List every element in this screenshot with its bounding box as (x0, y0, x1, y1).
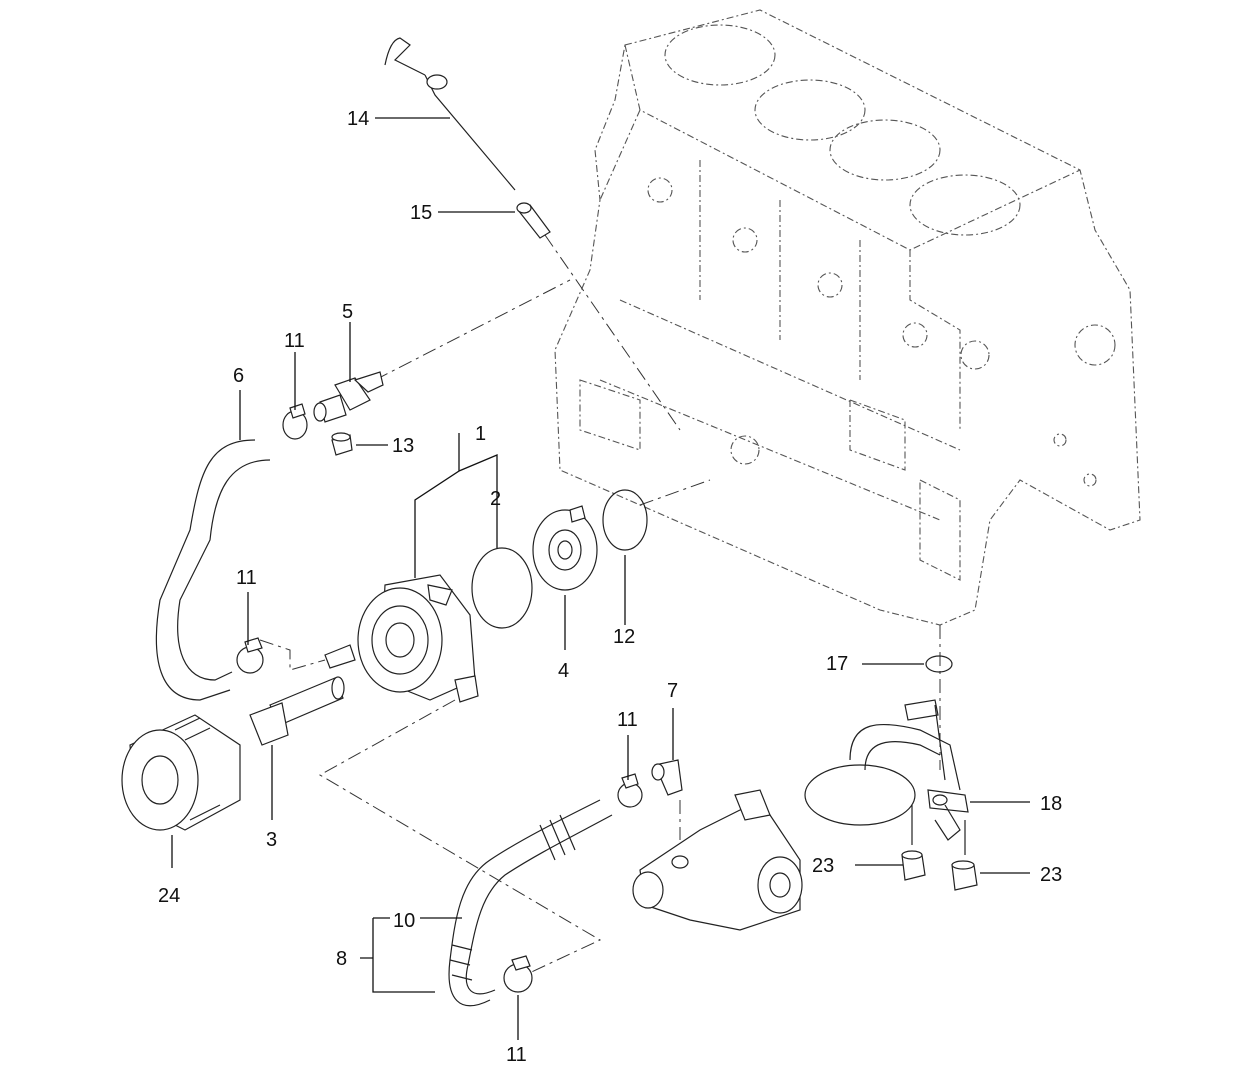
callout-labels: 1 2 3 4 5 6 7 8 10 11 11 11 11 12 13 14 … (158, 108, 1062, 1066)
leader-lines (171, 117, 1030, 1040)
callout-15: 15 (410, 202, 432, 224)
callout-5: 5 (342, 301, 353, 323)
o-ring-2 (471, 547, 533, 629)
hose-clip-d (503, 955, 533, 993)
o-ring-17 (925, 655, 953, 673)
callout-23-left: 23 (812, 855, 834, 877)
callout-6: 6 (233, 365, 244, 387)
assembly-lines (259, 234, 941, 976)
callout-23-right: 23 (1040, 864, 1062, 886)
dipstick (384, 37, 516, 191)
callout-10: 10 (393, 910, 415, 932)
dipstick-guide (516, 202, 551, 239)
callout-17: 17 (826, 653, 848, 675)
hose-clip-a (282, 403, 308, 440)
callout-11-left: 11 (236, 567, 257, 589)
callout-4: 4 (558, 660, 569, 682)
bolt-23-left (901, 805, 926, 881)
o-ring-12 (602, 489, 648, 551)
water-pump (632, 789, 803, 931)
callout-13: 13 (392, 435, 414, 457)
engine-block (554, 9, 1141, 626)
callout-7: 7 (667, 680, 678, 702)
callout-12: 12 (613, 626, 635, 648)
callout-11-mid: 11 (617, 709, 638, 731)
oil-strainer-18 (804, 699, 969, 841)
fitting-5 (313, 371, 384, 423)
hose-clip-c (617, 773, 643, 808)
plug-13 (331, 432, 353, 456)
cover-plate-4 (532, 505, 598, 591)
callout-3: 3 (266, 829, 277, 851)
callout-11-bottom: 11 (506, 1044, 527, 1066)
elbow-7 (651, 759, 683, 796)
oil-filter (121, 714, 241, 831)
callout-24: 24 (158, 885, 180, 907)
callout-8: 8 (336, 948, 347, 970)
callout-14: 14 (347, 108, 369, 130)
bolt-23-right (951, 820, 978, 891)
callout-18: 18 (1040, 793, 1062, 815)
hose-6 (155, 439, 271, 701)
callout-1: 1 (475, 423, 486, 445)
callout-11-top: 11 (284, 330, 305, 352)
hose-clip-b (236, 637, 264, 674)
callout-2: 2 (490, 488, 501, 510)
pipe-10 (448, 799, 613, 1007)
threaded-pipe-3 (249, 644, 356, 746)
oil-cooler (357, 574, 479, 703)
